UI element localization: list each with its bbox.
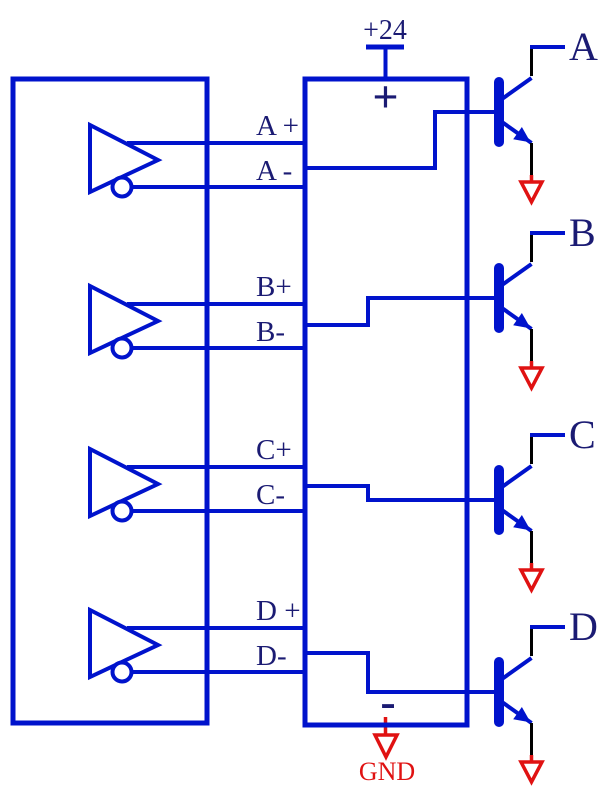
power-rail-label: +24 (363, 15, 407, 46)
channel-c-buffer: C+ C- (88, 434, 307, 523)
negative-terminal-symbol: - (380, 676, 395, 727)
channel-d-buffer: D + D- (88, 595, 307, 684)
channel-a-buffer: A + A - (88, 110, 307, 199)
channel-d-internal-wire (307, 651, 497, 694)
ground-symbol (518, 366, 545, 392)
channel-c-internal-wire (307, 484, 497, 502)
collector-wire (500, 76, 533, 101)
channel-c-plus-label: C+ (256, 434, 292, 466)
emitter-arrowhead (513, 515, 531, 531)
channel-a-minus-label: A - (256, 155, 292, 187)
channel-b-plus-label: B+ (256, 271, 292, 303)
emitter-arrowhead (513, 127, 531, 143)
channel-d-minus-label: D- (256, 640, 287, 672)
inverter-bubble (110, 175, 134, 199)
output-label-b: B (569, 210, 596, 255)
emitter-arrowhead (513, 313, 531, 329)
collector-wire (500, 262, 533, 287)
ground-symbol (518, 760, 545, 786)
gnd-symbol (372, 733, 400, 761)
collector-wire (500, 656, 533, 681)
channel-b-minus-label: B- (256, 316, 285, 348)
collector-wire (500, 464, 533, 489)
gnd-label: GND (359, 757, 415, 786)
inverter-bubble (110, 336, 134, 360)
logic-box (10, 76, 210, 726)
gnd-symbol-group: GND (359, 733, 415, 786)
channel-c-minus-label: C- (256, 479, 285, 511)
channel-b-transistor: B (494, 210, 596, 392)
channel-c-transistor: C (494, 412, 596, 594)
power-rail: +24 + (363, 15, 407, 122)
transistor-base-bar (494, 465, 504, 535)
ground-symbol (518, 180, 545, 206)
channel-d-transistor: D (494, 604, 598, 786)
transistor-base-bar (494, 77, 504, 147)
transistor-base-bar (494, 657, 504, 727)
channel-a-plus-label: A + (256, 110, 299, 142)
ground-symbol (518, 568, 545, 594)
emitter-arrowhead (513, 707, 531, 723)
driver-box (302, 76, 470, 728)
transistor-base-bar (494, 263, 504, 333)
channel-b-internal-wire (307, 296, 497, 327)
inverter-bubble (110, 660, 134, 684)
channel-d-plus-label: D + (256, 595, 301, 627)
channel-b-buffer: B+ B- (88, 271, 307, 360)
channel-a-transistor: A (494, 24, 598, 206)
output-label-a: A (569, 24, 598, 69)
output-label-d: D (569, 604, 598, 649)
output-label-c: C (569, 412, 596, 457)
inverter-bubble (110, 499, 134, 523)
